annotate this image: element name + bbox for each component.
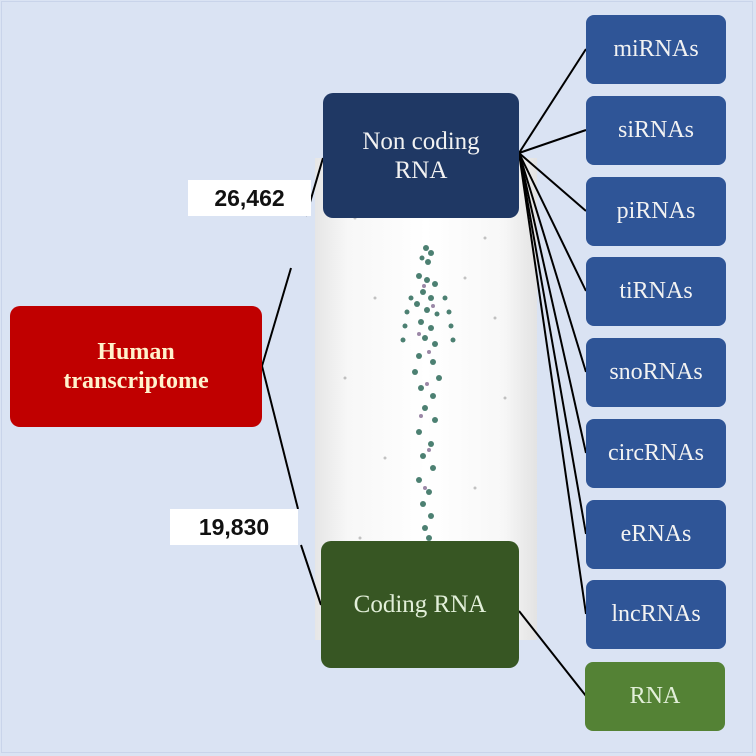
node-ernas: eRNAs	[586, 500, 726, 569]
leaf-label: siRNAs	[617, 117, 695, 143]
coding-count-label: 19,830	[170, 509, 298, 545]
noncoding-label-line2: RNA	[394, 156, 448, 184]
leaf-label: eRNAs	[620, 521, 692, 547]
leaf-label: circRNAs	[608, 440, 704, 466]
node-sirnas: siRNAs	[586, 96, 726, 165]
leaf-label: piRNAs	[616, 198, 696, 224]
connector-root-coding-lower	[300, 544, 322, 606]
node-lncrnas: lncRNAs	[586, 580, 726, 649]
dotted-human-figure-icon	[343, 216, 507, 580]
connector-root-noncoding-lower	[261, 267, 292, 367]
noncoding-count-label: 26,462	[188, 180, 311, 216]
leaf-label: tiRNAs	[619, 278, 693, 304]
leaf-label: miRNAs	[613, 36, 699, 62]
root-label-line2: transcriptome	[63, 367, 209, 394]
node-snornas: snoRNAs	[586, 338, 726, 407]
leaf-label: snoRNAs	[609, 359, 703, 385]
coding-label: Coding RNA	[353, 590, 487, 618]
node-rna: RNA	[585, 662, 725, 731]
noncoding-label-line1: Non coding	[362, 127, 480, 155]
node-human-transcriptome: Human transcriptome	[10, 306, 262, 427]
node-tirnas: tiRNAs	[586, 257, 726, 326]
root-label-line1: Human	[97, 338, 175, 365]
connector-root-coding-upper	[261, 365, 299, 510]
node-circrnas: circRNAs	[586, 419, 726, 488]
node-non-coding-rna: Non coding RNA	[323, 93, 519, 218]
leaf-label: RNA	[629, 683, 681, 709]
node-mirnas: miRNAs	[586, 15, 726, 84]
leaf-label: lncRNAs	[611, 601, 701, 627]
node-pirnas: piRNAs	[586, 177, 726, 246]
node-coding-rna: Coding RNA	[321, 541, 519, 668]
